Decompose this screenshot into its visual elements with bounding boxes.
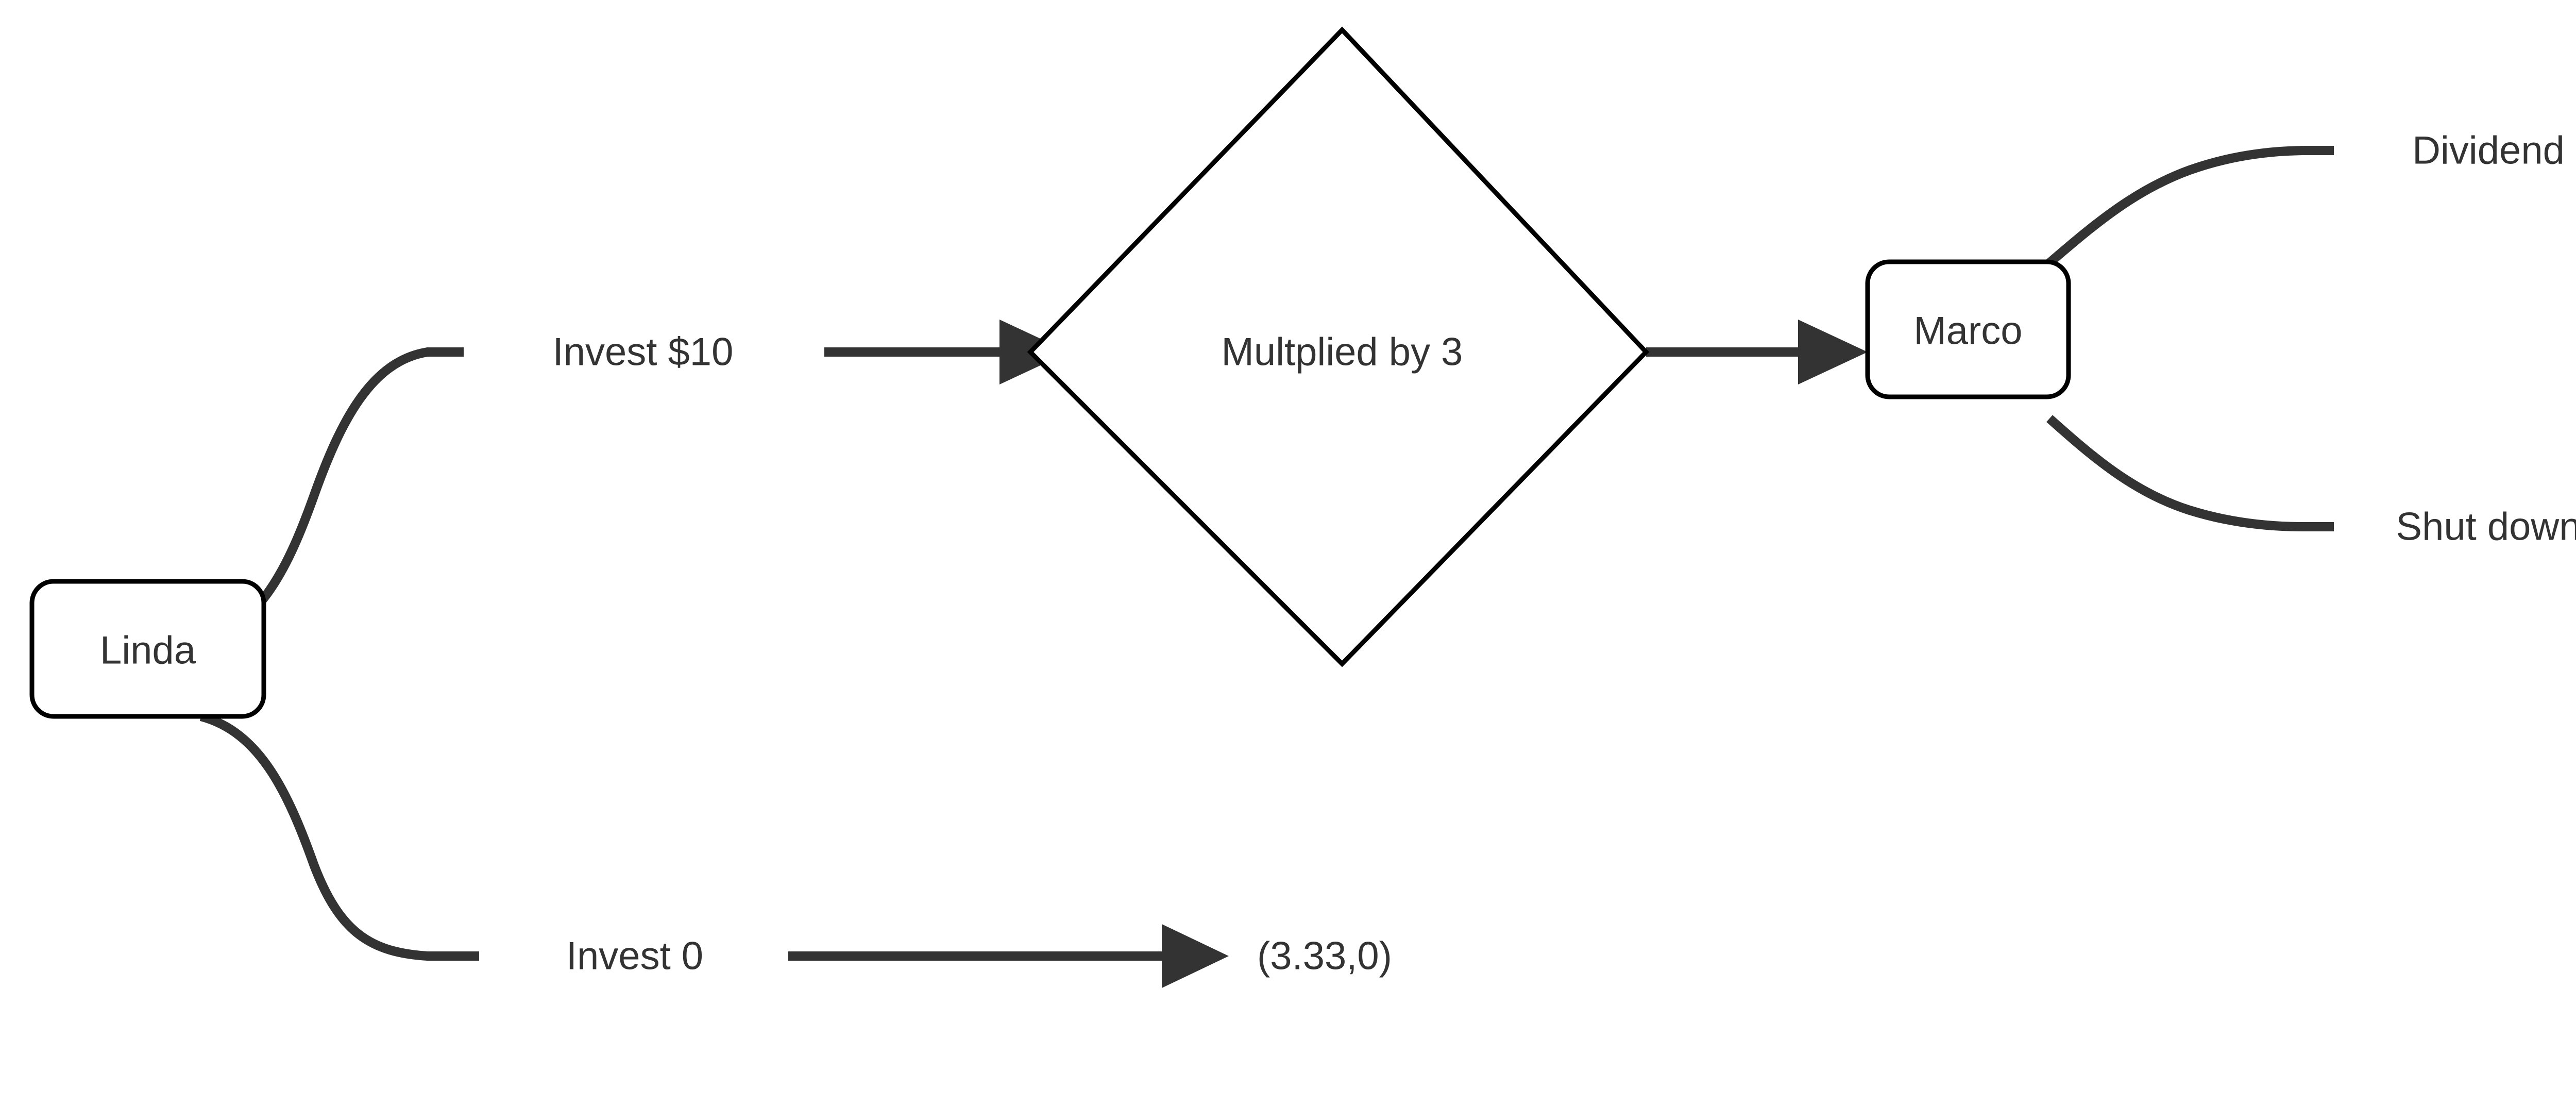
- node-linda-shape[interactable]: [29, 579, 266, 719]
- node-chance[interactable]: Multplied by 3: [1027, 26, 1650, 667]
- edge-label-invest-0: Invest 0: [566, 934, 703, 978]
- edge-marco-dividend-curve: [2046, 146, 2303, 266]
- arrowhead-to-payoff-noinvest: [1162, 924, 1229, 988]
- node-marco-shape[interactable]: [1865, 259, 2071, 399]
- edge-label-dividend: Dividend: [2412, 129, 2565, 173]
- edge-linda-invest0-curve: [199, 712, 428, 961]
- edge-marco-shutdown-curve: [2046, 415, 2303, 531]
- edge-label-invest-10: Invest $10: [553, 330, 734, 374]
- node-marco[interactable]: Marco: [1865, 259, 2071, 399]
- terminal-payoff-noinvest: (3.33,0): [1257, 934, 1392, 978]
- node-linda[interactable]: Linda: [29, 579, 266, 719]
- node-marco-label: Marco: [1913, 309, 2022, 353]
- node-chance-label: Multplied by 3: [1222, 330, 1463, 374]
- edge-label-shut-down: Shut down: [2396, 505, 2576, 549]
- node-chance-shape[interactable]: [1027, 26, 1650, 667]
- arrowhead-into-marco: [1798, 320, 1868, 384]
- node-linda-label: Linda: [100, 629, 196, 673]
